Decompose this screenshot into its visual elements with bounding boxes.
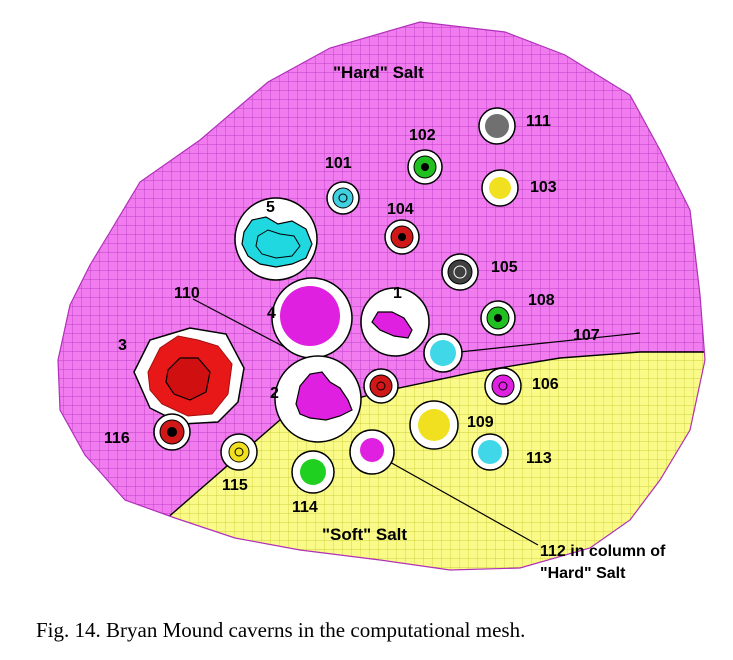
cavern-106[interactable] xyxy=(484,367,522,405)
cavern-label-5: 5 xyxy=(266,199,275,216)
cavern-108[interactable] xyxy=(480,300,516,336)
cavern-114[interactable] xyxy=(291,450,335,494)
cavern-label-108: 108 xyxy=(528,292,555,309)
dome-outline xyxy=(57,21,706,571)
cavern-label-2: 2 xyxy=(270,385,279,402)
cavern-label-101: 101 xyxy=(325,155,352,172)
figure-caption: Fig. 14. Bryan Mound caverns in the comp… xyxy=(36,618,526,642)
cavern-label-106: 106 xyxy=(532,376,559,393)
cavern-105[interactable] xyxy=(441,253,479,291)
cavern-label-102: 102 xyxy=(409,127,436,144)
cavern-label-110: 110 xyxy=(174,285,200,302)
cavern-101[interactable] xyxy=(326,181,360,215)
cavern-label-111: 111 xyxy=(526,113,551,130)
cavern-5[interactable] xyxy=(234,197,318,281)
cavern-3[interactable] xyxy=(133,327,245,425)
salt-dome xyxy=(58,22,705,570)
cavern-102[interactable] xyxy=(407,149,443,185)
mesh-svg: "Hard" Salt "Soft" Salt 112 in column of… xyxy=(57,21,706,582)
cavern-label-113: 113 xyxy=(526,450,552,467)
cavern-107[interactable] xyxy=(423,333,463,373)
cavern-116[interactable] xyxy=(153,413,191,451)
leader-line-107 xyxy=(449,332,641,354)
cavern-label-1: 1 xyxy=(393,285,402,302)
cavern-label-105: 105 xyxy=(491,259,518,276)
cavern-110[interactable] xyxy=(363,368,399,404)
cavern-2[interactable] xyxy=(274,355,362,443)
cavern-label-116: 116 xyxy=(104,430,130,447)
cavern-1[interactable] xyxy=(360,287,430,357)
cavern-label-104: 104 xyxy=(387,201,414,218)
leader-line-112 xyxy=(371,451,539,546)
cavern-104[interactable] xyxy=(384,219,420,255)
cavern-label-103: 103 xyxy=(530,179,557,196)
cavern-mesh-diagram: "Hard" Salt "Soft" Salt 112 in column of… xyxy=(57,21,706,582)
cavern-label-3: 3 xyxy=(118,337,127,354)
cavern-label-114: 114 xyxy=(292,499,318,516)
cavern-111[interactable] xyxy=(478,107,516,145)
hard-salt-label: "Hard" Salt xyxy=(333,63,424,82)
soft-salt-label: "Soft" Salt xyxy=(322,525,407,544)
cavern-113[interactable] xyxy=(471,433,509,471)
cavern-115[interactable] xyxy=(220,433,258,471)
cavern-4[interactable] xyxy=(271,277,353,359)
annotation-112-line1: 112 in column of xyxy=(540,543,666,560)
cavern-109[interactable] xyxy=(409,400,459,450)
cavern-112[interactable] xyxy=(349,429,395,475)
cavern-label-109: 109 xyxy=(467,414,494,431)
cavern-label-115: 115 xyxy=(222,477,248,494)
cavern-label-4: 4 xyxy=(267,305,276,322)
cavern-label-107: 107 xyxy=(573,327,600,344)
cavern-103[interactable] xyxy=(481,169,519,207)
annotation-112-line2: "Hard" Salt xyxy=(540,565,626,582)
